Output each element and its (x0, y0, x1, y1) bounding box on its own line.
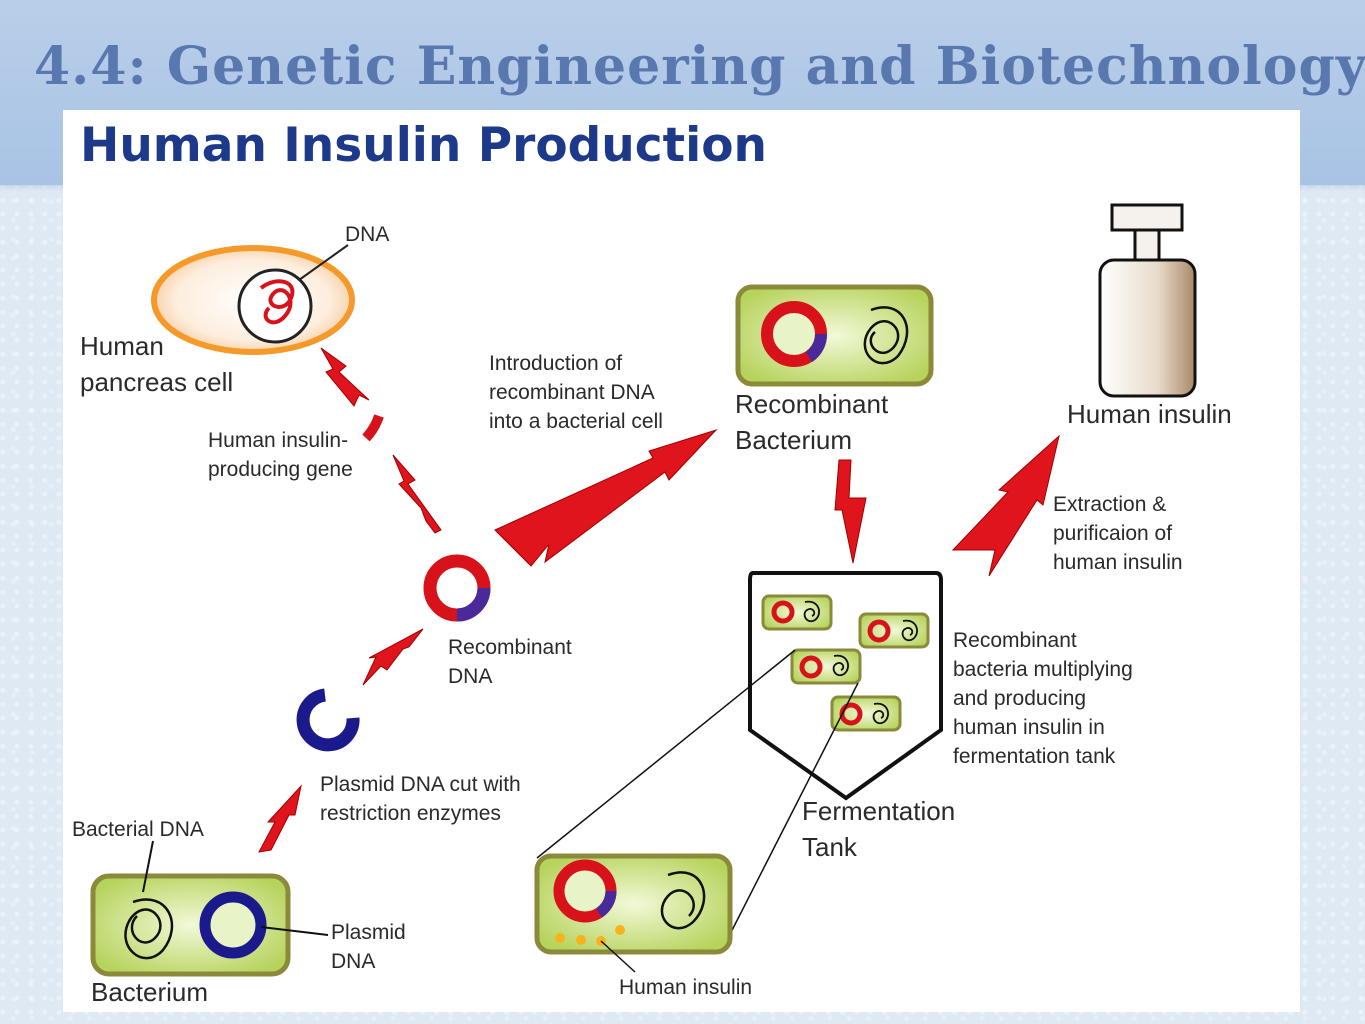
cut-plasmid-ring (296, 688, 360, 752)
arrow-gene-to-recombinant (392, 454, 442, 534)
insulin-gene-label: Human insulin- producing gene (208, 429, 353, 481)
arrow-tank-to-vial (951, 434, 1060, 577)
tank-bacterium (761, 594, 833, 631)
recombinant-dna-label: Recombinant DNA (448, 636, 572, 688)
dna-label: DNA (345, 223, 390, 246)
arrow-bacterium-to-plasmid (258, 784, 302, 853)
insulin-dot (576, 935, 586, 945)
arrow-bacterium-to-tank (834, 459, 867, 564)
diagram-canvas (90, 203, 1197, 977)
human-insulin-zoom-label: Human insulin (619, 976, 753, 999)
zoom-line (536, 649, 796, 859)
recombinant-bacterium-label: Recombinant Bacterium (735, 389, 889, 455)
pancreas-cell (151, 244, 355, 355)
extraction-label: Extraction & purificaion of human insuli… (1053, 493, 1183, 574)
insulin-dot (615, 925, 625, 935)
recombinant-bacterium-cell (735, 284, 934, 387)
tank-bacterium (790, 648, 862, 685)
fermentation-tank (748, 571, 943, 801)
plasmid-cut-label: Plasmid DNA cut with restriction enzymes (320, 773, 521, 825)
arrow-plasmid-to-recombinant (362, 628, 424, 686)
diagram-panel: Human Insulin Production DNA Human pancr… (63, 110, 1300, 1012)
zoom-line (722, 682, 859, 949)
introduction-label: Introduction of recombinant DNA into a b… (489, 352, 663, 433)
bacterium-label: Bacterium (91, 977, 209, 1007)
fermentation-tank-label: Fermentation Tank (802, 796, 956, 862)
insulin-gene-fragment (362, 414, 384, 442)
insulin-vial (1098, 203, 1197, 398)
slide-title: 4.4: Genetic Engineering and Biotechnolo… (34, 36, 1365, 97)
bacterium-cell (90, 840, 329, 977)
tank-bacterium (858, 612, 930, 649)
plasmid-dna-label: Plasmid DNA (331, 921, 406, 973)
human-insulin-vial-label: Human insulin (1067, 399, 1232, 429)
recombinant-dna-ring (423, 554, 491, 622)
tank-bacterium (830, 695, 902, 732)
zoomed-bacterium (534, 853, 733, 973)
insulin-dot (555, 933, 565, 943)
arrow-recombinant-to-bacterium (494, 428, 718, 567)
bacterial-dna-label: Bacterial DNA (72, 818, 204, 841)
diagram-title: Human Insulin Production (80, 118, 767, 173)
arrow-cell-to-gene (320, 347, 370, 407)
human-pancreas-cell-label: Human pancreas cell (80, 331, 234, 397)
multiplying-label: Recombinant bacteria multiplying and pro… (953, 629, 1133, 768)
